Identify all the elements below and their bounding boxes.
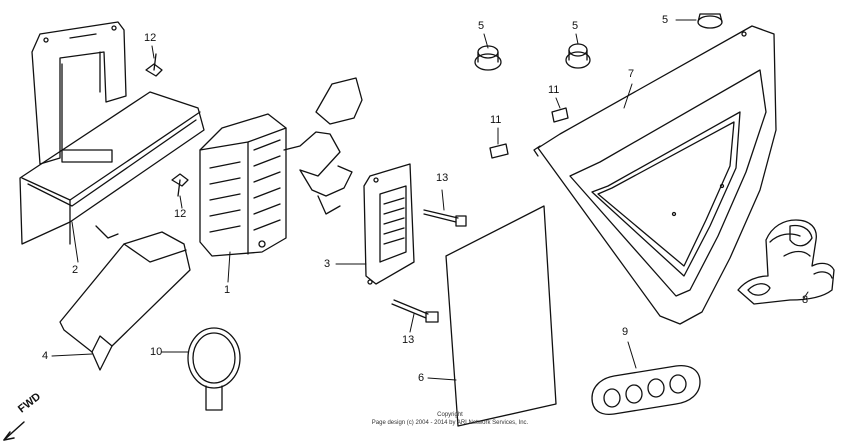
regulator-part xyxy=(199,77,363,257)
emblem-cb650-part xyxy=(591,364,701,416)
leader-lines xyxy=(51,19,809,381)
grommet-part-5a xyxy=(474,45,502,71)
bolt-part-12-lower xyxy=(171,173,189,197)
side-cover-part xyxy=(533,25,777,325)
callout-5-right: 5 xyxy=(662,14,669,26)
callout-4: 4 xyxy=(42,350,49,362)
fwd-arrow xyxy=(3,421,25,441)
callout-13-lower: 13 xyxy=(402,334,415,346)
copyright-notice: Copyright Page design (c) 2004 - 2014 by… xyxy=(300,411,600,427)
grommet-part-5c xyxy=(697,13,723,29)
mounting-bracket-part xyxy=(31,21,127,165)
bolt-part-13-lower xyxy=(391,299,439,323)
copyright-title: Copyright xyxy=(437,412,463,418)
clip-part-11a xyxy=(489,143,509,159)
bolt-part-13-upper xyxy=(423,209,467,227)
callout-12-lower: 12 xyxy=(174,208,187,220)
callout-2: 2 xyxy=(72,264,79,276)
callout-5-left: 5 xyxy=(478,20,485,32)
bolt-part-12-upper xyxy=(145,53,163,77)
emblem-650-custom-part xyxy=(737,219,835,305)
callout-9: 9 xyxy=(622,326,629,338)
callout-1: 1 xyxy=(224,284,231,296)
callout-6: 6 xyxy=(418,372,425,384)
callout-8: 8 xyxy=(802,294,809,306)
copyright-text: Page design (c) 2004 - 2014 by ARI Netwo… xyxy=(371,420,529,426)
callout-10: 10 xyxy=(150,346,163,358)
clip-part-11b xyxy=(551,107,569,123)
grommet-part-5b xyxy=(565,43,591,69)
callout-5-middle: 5 xyxy=(572,20,579,32)
rubber-band-part xyxy=(187,327,241,411)
callout-11-left: 11 xyxy=(490,114,502,126)
reflector-plate-part xyxy=(363,163,415,285)
callout-7: 7 xyxy=(628,68,635,80)
side-plate-part xyxy=(445,205,557,427)
callout-11-right: 11 xyxy=(548,84,560,96)
callout-3: 3 xyxy=(324,258,331,270)
battery-case-part xyxy=(19,91,205,245)
callout-13-upper: 13 xyxy=(436,172,449,184)
lower-cover-part xyxy=(59,231,191,371)
callout-12-upper: 12 xyxy=(144,32,157,44)
